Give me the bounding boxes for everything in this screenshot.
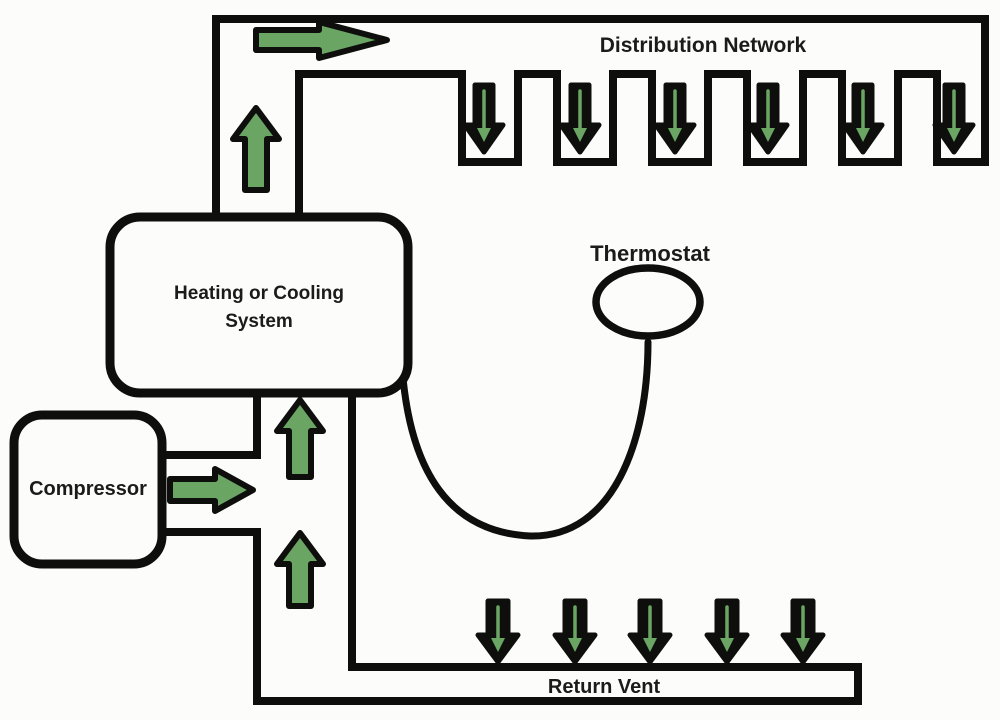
down-arrow-green-head: [796, 638, 810, 652]
compressor-box: [9, 410, 167, 569]
down-arrow-green-head: [491, 638, 505, 652]
down-arrow-green-head: [947, 128, 961, 142]
compressor-label: Compressor: [29, 478, 147, 500]
right-arrow: [167, 466, 256, 514]
down-arrow-green-head: [477, 128, 491, 142]
right-arrow: [253, 19, 390, 61]
heating-cooling-label-line1: Heating or Cooling: [174, 283, 344, 304]
thermostat-wire: [399, 338, 652, 540]
down-arrow-green-head: [761, 128, 775, 142]
airflow-arrows: [167, 19, 976, 665]
up-arrow: [274, 397, 326, 480]
supply-duct-and-distribution-network-outline: [212, 15, 989, 219]
down-arrow-green-head: [643, 638, 657, 652]
compressor-duct-top-wall: [160, 391, 261, 459]
down-arrow-green-head: [568, 638, 582, 652]
down-arrow-green-head: [856, 128, 870, 142]
up-arrow: [230, 105, 282, 193]
return-vent-label: Return Vent: [548, 676, 661, 698]
down-arrow-green-head: [720, 638, 734, 652]
heating-cooling-label-line2: System: [225, 311, 293, 332]
down-arrow-green-head: [668, 128, 682, 142]
heating-cooling-system-box: [105, 212, 413, 398]
distribution-network-label: Distribution Network: [600, 34, 807, 57]
return-duct-and-return-vent-outline: [160, 391, 862, 705]
thermostat-label: Thermostat: [590, 241, 710, 266]
thermostat-ellipse: [592, 264, 704, 340]
up-arrow: [274, 530, 326, 609]
down-arrow-green-head: [573, 128, 587, 142]
